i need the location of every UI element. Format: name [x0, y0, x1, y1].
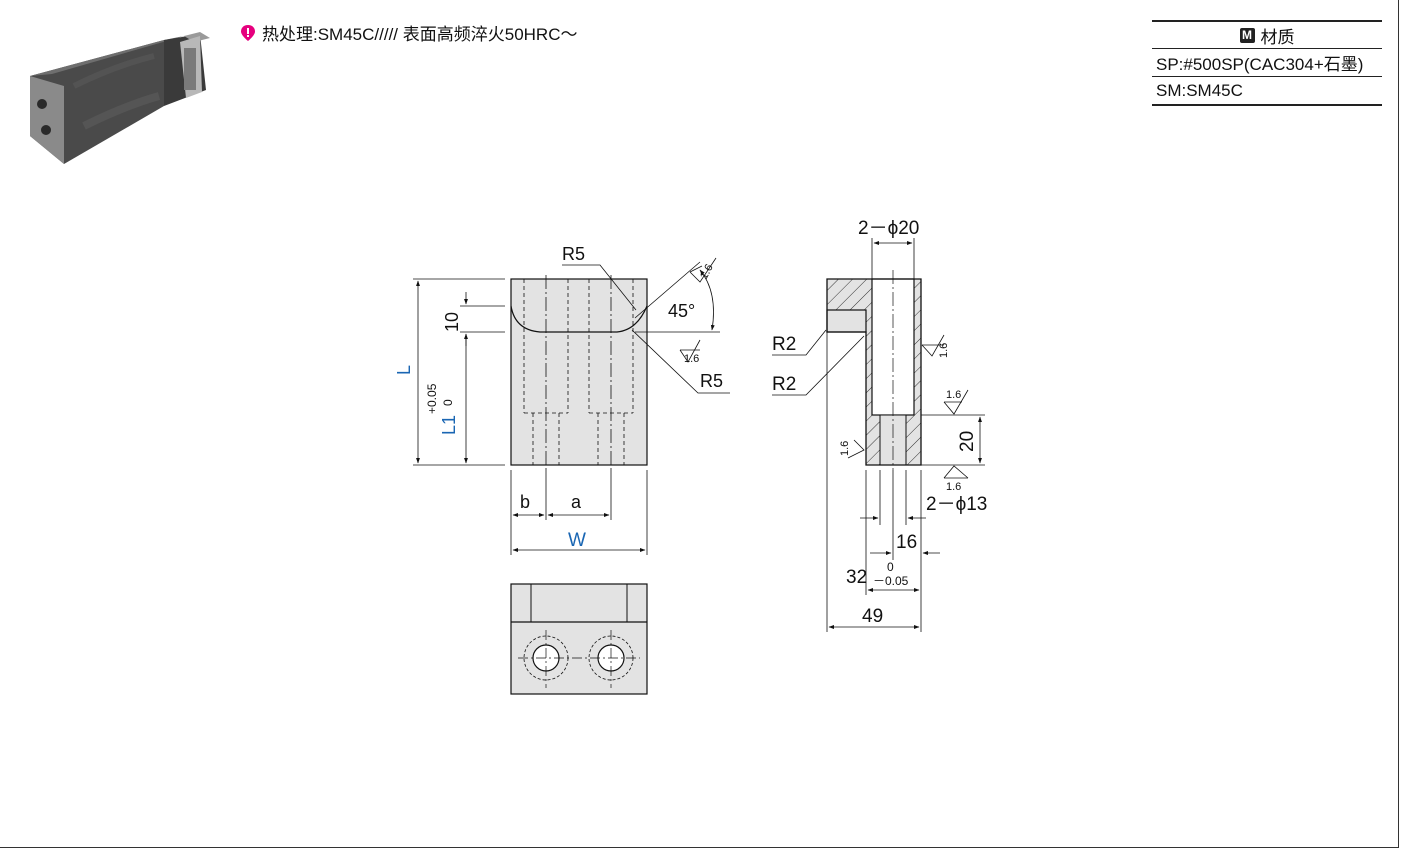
- roughness-e-label: 1.6: [946, 481, 961, 493]
- dim-R5-bottom-label: R5: [700, 371, 723, 391]
- material-row-sp: SP:#500SP(CAC304+石墨): [1152, 49, 1382, 77]
- dim-L-label: L: [394, 365, 414, 375]
- location-pin-icon: [241, 24, 255, 41]
- dim-W-label: W: [568, 530, 586, 551]
- front-view: [413, 257, 730, 555]
- dim-32-tol-lower: －0.05: [873, 574, 909, 588]
- heat-treatment-text: 热处理:SM45C///// 表面高频淬火50HRC～: [262, 25, 578, 44]
- bottom-view: [510, 583, 648, 695]
- dim-45-label: 45°: [668, 301, 695, 321]
- roughness-c-label: 1.6: [938, 343, 950, 358]
- side-view: [772, 238, 985, 632]
- material-table: M 材质 SP:#500SP(CAC304+石墨) SM:SM45C: [1152, 20, 1382, 106]
- dim-L1-group: L1 +0.05 0: [425, 383, 459, 435]
- dim-2phi20-label: 2－ϕ20: [858, 218, 919, 239]
- dim-L1-tol-lower: 0: [441, 399, 455, 406]
- material-row-sm: SM:SM45C: [1152, 77, 1382, 106]
- dim-16-label: 16: [896, 532, 917, 553]
- front-view-body: [510, 278, 648, 466]
- dim-R2-b-label: R2: [772, 374, 796, 395]
- dim-a-label: a: [571, 492, 582, 512]
- dim-32-tol-upper: 0: [887, 560, 894, 574]
- roughness-d-label: 1.6: [946, 389, 961, 401]
- roughness-a-label: 1.6: [698, 262, 716, 281]
- roughness-f-label: 1.6: [839, 441, 851, 456]
- dim-L1-tol-upper: +0.05: [425, 383, 439, 414]
- dim-2phi13-label: 2－ϕ13: [926, 494, 987, 515]
- dim-R5-top-label: R5: [562, 244, 585, 264]
- dim-20-label: 20: [957, 431, 978, 452]
- roughness-b-label: 1.6: [684, 353, 699, 365]
- dim-b-label: b: [520, 492, 530, 512]
- material-badge: M: [1239, 27, 1255, 43]
- dim-49-label: 49: [862, 606, 883, 627]
- dim-32-label: 32: [846, 567, 867, 588]
- dim-10-label: 10: [442, 312, 462, 332]
- dim-R2-a-label: R2: [772, 334, 796, 355]
- heat-treatment-note: 热处理:SM45C///// 表面高频淬火50HRC～: [240, 20, 578, 45]
- material-table-header: M 材质: [1152, 20, 1382, 49]
- product-photo: [30, 32, 210, 164]
- dim-L1-label: L1: [439, 415, 459, 435]
- material-title: 材质: [1260, 27, 1295, 47]
